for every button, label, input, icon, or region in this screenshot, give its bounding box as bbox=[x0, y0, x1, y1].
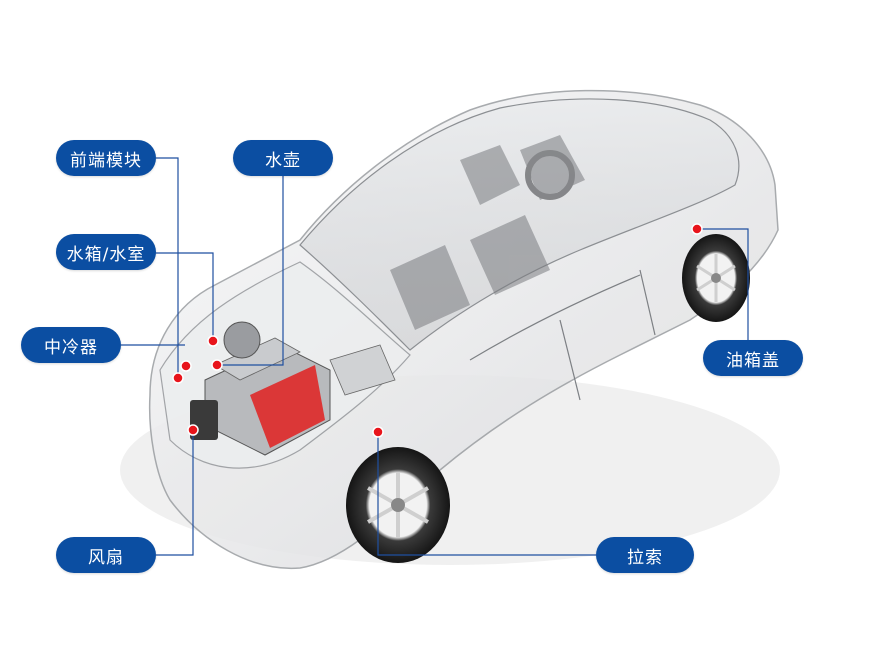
label-fan-text: 风扇 bbox=[88, 547, 124, 568]
callout-line-radiator bbox=[156, 252, 214, 340]
label-radiator-text: 水箱/水室 bbox=[66, 244, 146, 265]
marker-radiator bbox=[207, 335, 219, 347]
callout-line-fan bbox=[156, 430, 194, 556]
label-intercooler-text: 中冷器 bbox=[44, 337, 98, 358]
door-lines bbox=[469, 269, 656, 401]
marker-fuel-cap bbox=[691, 223, 703, 235]
label-fuel-cap[interactable]: 油箱盖 bbox=[703, 340, 803, 376]
car-interior bbox=[390, 135, 585, 330]
marker-fan bbox=[187, 424, 199, 436]
marker-front-module bbox=[172, 372, 184, 384]
label-intercooler[interactable]: 中冷器 bbox=[21, 327, 121, 363]
callout-line-water-kettle bbox=[218, 176, 284, 366]
label-fan[interactable]: 风扇 bbox=[56, 537, 156, 573]
rear-wheel bbox=[682, 234, 750, 322]
callout-line-front-module bbox=[156, 157, 179, 376]
marker-water-kettle bbox=[211, 359, 223, 371]
marker-cable bbox=[372, 426, 384, 438]
label-front-module[interactable]: 前端模块 bbox=[56, 140, 156, 176]
label-front-module-text: 前端模块 bbox=[70, 150, 142, 171]
label-cable[interactable]: 拉索 bbox=[596, 537, 694, 573]
label-cable-text: 拉索 bbox=[627, 547, 663, 568]
marker-intercooler bbox=[180, 360, 192, 372]
label-water-kettle-text: 水壶 bbox=[265, 150, 301, 171]
engine-block bbox=[190, 321, 396, 456]
marker-dots bbox=[172, 223, 703, 438]
callout-line-cable bbox=[377, 432, 596, 556]
label-fuel-cap-text: 油箱盖 bbox=[726, 350, 780, 371]
label-radiator-water-chamber[interactable]: 水箱/水室 bbox=[56, 234, 156, 270]
front-wheel bbox=[346, 447, 450, 563]
callout-lines bbox=[121, 157, 749, 556]
callout-line-fuel-cap bbox=[697, 228, 749, 340]
label-water-kettle[interactable]: 水壶 bbox=[233, 140, 333, 176]
